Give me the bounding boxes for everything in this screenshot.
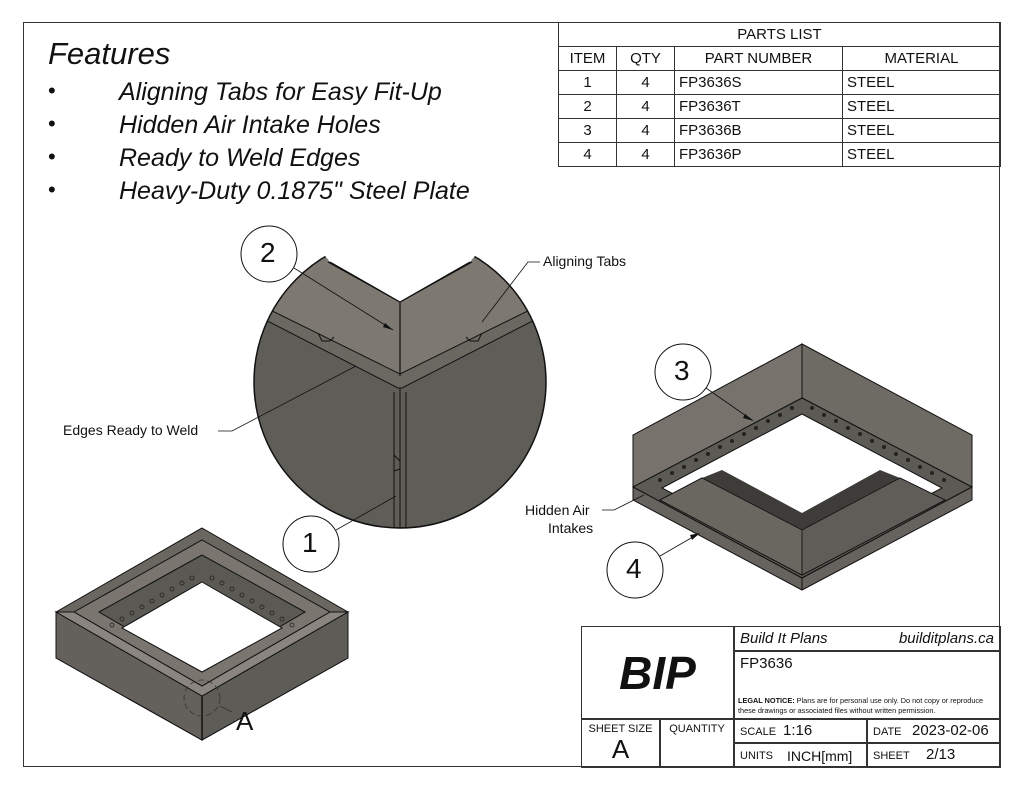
detail-a-label: A [236, 706, 254, 736]
edges-ready-label: Edges Ready to Weld [63, 422, 199, 438]
balloon-4 [606, 533, 700, 599]
assembly-view-isometric [54, 527, 350, 741]
hidden-air-label-2: Intakes [548, 520, 594, 536]
scale-value: 1:16 [783, 722, 813, 739]
sheet-size-value: A [611, 734, 630, 764]
date-value: 2023-02-06 [912, 722, 989, 739]
units-value: INCH[mm] [787, 748, 853, 764]
logo: BIP [582, 627, 734, 719]
quantity-cell: QUANTITY [660, 719, 734, 767]
hidden-air-label: Hidden Air [525, 502, 590, 518]
balloon-3 [654, 343, 754, 421]
date-cell: DATE 2023-02-06 [867, 719, 1000, 743]
description-cell: FP3636 LEGAL NOTICE: Plans are for perso… [734, 651, 1000, 719]
balloon-2 [240, 225, 394, 331]
sheet-value: 2/13 [926, 746, 956, 763]
company-name: Build It Plans [740, 630, 828, 647]
parts-list-table: PARTS LIST ITEM QTY PART NUMBER MATERIAL… [558, 22, 1001, 167]
aligning-tabs-label: Aligning Tabs [543, 253, 627, 269]
table-row: 4 4 FP3636P STEEL [558, 142, 1001, 167]
bullet-icon: • [48, 144, 56, 169]
table-row: 1 4 FP3636S STEEL [558, 70, 1001, 95]
units-cell: UNITS INCH[mm] [734, 743, 867, 767]
balloon-2-number: 2 [260, 237, 276, 268]
legal-notice: LEGAL NOTICE: Plans are for personal use… [738, 696, 984, 715]
balloon-1 [282, 495, 397, 573]
table-row: 3 4 FP3636B STEEL [558, 118, 1001, 143]
sheet-size-cell: SHEET SIZE A [582, 719, 660, 767]
balloon-3-number: 3 [674, 355, 690, 386]
drawing-number: FP3636 [740, 655, 793, 672]
assembly-view-bottom [631, 343, 974, 591]
bullet-icon: • [48, 111, 56, 136]
features-title: Features [48, 36, 171, 71]
balloon-1-number: 1 [302, 527, 318, 558]
bullet-icon: • [48, 177, 56, 202]
scale-cell: SCALE 1:16 [734, 719, 867, 743]
drawing-border [23, 22, 1000, 767]
column-header: PART NUMBER [674, 46, 843, 71]
bullet-icon: • [48, 78, 56, 103]
sheet-cell: SHEET 2/13 [867, 743, 1000, 767]
title-block: BIP Build It Plans builditplans.ca FP363… [581, 626, 1001, 768]
column-header: MATERIAL [842, 46, 1001, 71]
company-row: Build It Plans builditplans.ca [734, 627, 1000, 651]
parts-list-title: PARTS LIST [558, 22, 1001, 47]
company-website: builditplans.ca [898, 630, 994, 647]
balloon-4-number: 4 [626, 553, 642, 584]
